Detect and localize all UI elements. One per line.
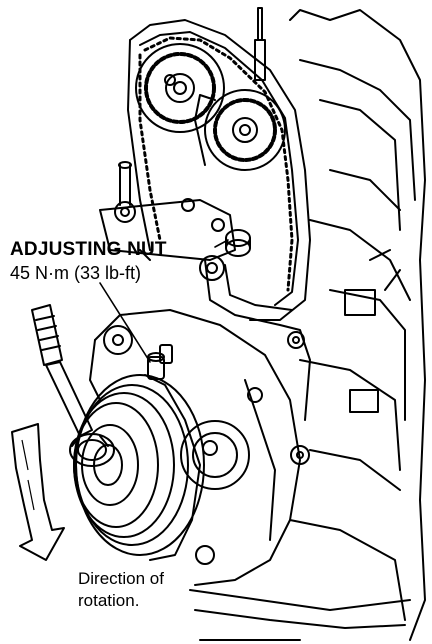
timing-belt-teeth bbox=[138, 36, 294, 292]
lower-belt-cover bbox=[199, 255, 311, 421]
adjusting-bolt bbox=[147, 344, 173, 380]
torque-spec-label: 45 N·m (33 lb-ft) bbox=[10, 263, 142, 283]
engine-block bbox=[189, 9, 426, 641]
leader-lines bbox=[99, 239, 229, 363]
camshaft-gear bbox=[135, 43, 225, 133]
adjusting-nut-label: ADJUSTING NUT bbox=[10, 239, 167, 260]
socket-wrench bbox=[31, 304, 115, 467]
timing-belt-cover bbox=[127, 19, 311, 321]
rotation-arrow-icon bbox=[11, 423, 65, 561]
adjusting-nut-part bbox=[225, 229, 251, 257]
tensioner-pulley bbox=[194, 89, 286, 171]
direction-label-line2: rotation. bbox=[78, 591, 140, 610]
dipstick bbox=[254, 7, 266, 81]
direction-label-line1: Direction of bbox=[78, 569, 164, 588]
crankshaft-pulley bbox=[73, 374, 205, 561]
tensioner-bracket bbox=[99, 161, 236, 261]
